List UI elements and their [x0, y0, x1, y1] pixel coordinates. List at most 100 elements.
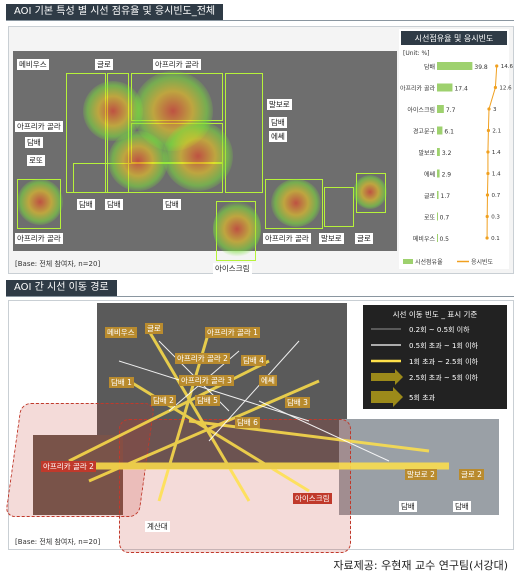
chart-bar	[437, 105, 444, 113]
section2-title: AOI 간 시선 이동 경로	[6, 280, 117, 296]
chart-line-value: 1.4	[492, 150, 501, 156]
chart-bar-value: 3.2	[442, 150, 452, 157]
legend-arrow-4	[371, 369, 403, 385]
flow-label-dambae5: 담배 5	[195, 395, 220, 406]
section1-base-note: [Base: 전체 참여자, n=20]	[15, 260, 101, 268]
chart-bar	[437, 148, 440, 156]
legend-row-5: 5회 초과	[409, 394, 435, 402]
chart-bar	[437, 62, 473, 70]
flow-label-dambae-r2: 담배	[453, 501, 471, 512]
chart-line-point	[485, 236, 489, 240]
legend-row-3: 1회 초과 ~ 2.5회 이하	[409, 358, 478, 366]
chart-category-label: 아프리카 골라	[400, 85, 436, 93]
chart-unit: [Unit: %]	[403, 50, 430, 57]
flow-label-dambae-r1: 담배	[399, 501, 417, 512]
flow-label-gul2: 글로 2	[459, 469, 484, 480]
legend-swatch-bar	[403, 259, 413, 264]
flow-label-mebius: 메비우스	[105, 327, 137, 338]
heat-8	[353, 175, 387, 209]
legend-label-line: 응시빈도	[471, 258, 494, 266]
chart-title-bg	[401, 31, 507, 45]
chart-category-label: 말보로	[418, 149, 435, 157]
chart-line-value: 1.4	[492, 172, 501, 178]
legend-arrow-5	[371, 387, 403, 407]
chart-bar	[437, 191, 439, 199]
label-africa-top: 아프리카 골라	[153, 59, 201, 70]
flow-label-dambae2: 담배 2	[151, 395, 176, 406]
section2-panel: 메비우스 글로 아프리카 골라 1 아프리카 골라 2 담배 4 담배 1 아프…	[4, 300, 514, 553]
heat-3	[163, 121, 233, 191]
chart-line-point	[486, 128, 490, 133]
section1-title: AOI 기본 특성 별 시선 점유율 및 응시빈도_전체	[6, 4, 224, 20]
flow-label-gul: 글로	[145, 323, 163, 334]
chart-category-label: 경고문구	[413, 129, 436, 136]
chart-line-value: 3	[493, 107, 497, 113]
flow-label-dambae3: 담배 3	[285, 397, 310, 408]
label-gul: 글로	[95, 59, 113, 70]
label-lotto: 로또	[27, 155, 45, 166]
section1-panel: 메비우스 글로 아프리카 골라 말보로 담배 에쎄 아프리카 골라 담배 로또 …	[8, 26, 514, 274]
flow-arrow-12	[258, 400, 390, 462]
label-esse: 에쎄	[269, 131, 287, 142]
chart-bar	[437, 83, 453, 92]
flow-label-marlboro2: 말보로 2	[405, 469, 437, 480]
chart-line-point	[487, 107, 491, 111]
heat-4	[108, 131, 168, 191]
label-dambae-b3: 담배	[163, 199, 181, 210]
flow-label-dambae6: 담배 6	[235, 417, 260, 428]
chart-bar	[437, 212, 438, 221]
chart-category-label: 담배	[424, 63, 435, 71]
flow-label-dambae4: 담배 4	[241, 355, 266, 366]
label-marlboro-bottom: 말보로	[319, 233, 344, 244]
chart-line-point	[493, 85, 497, 90]
flow-legend: 시선 이동 빈도 _ 표시 기준 0.2회 ~ 0.5회 이하 0.5회 초과 …	[363, 305, 507, 409]
flow-legend-swatches	[371, 328, 403, 407]
heatmap-shot: 메비우스 글로 아프리카 골라 말보로 담배 에쎄 아프리카 골라 담배 로또 …	[13, 51, 397, 274]
flow-label-africa2: 아프리카 골라 2	[175, 353, 230, 364]
chart-bar-value: 2.9	[442, 172, 452, 179]
chart-category-label: 아이스크림	[407, 106, 435, 114]
flow-label-africa1: 아프리카 골라 1	[205, 327, 260, 338]
credit-line: 자료제공: 우현재 교수 연구팀(서강대)	[333, 559, 508, 572]
flow-label-africa-big: 아프리카 골라 2	[41, 461, 96, 472]
aoi-marlboro	[225, 73, 263, 193]
chart-line-value: 2.1	[492, 129, 501, 135]
flow-arrow-1	[147, 330, 251, 502]
heat-7	[271, 179, 321, 227]
chart-category-label: 에쎄	[424, 171, 435, 179]
chart-line-value: 12.6	[499, 86, 512, 92]
flow-label-cashier: 계산대	[145, 521, 170, 532]
label-dambae-b1: 담배	[77, 199, 95, 210]
chart-category-label: 글로	[424, 193, 436, 200]
chart-bar-value: 7.7	[446, 107, 456, 114]
chart-line-value: 0.3	[491, 215, 500, 221]
chart-line-point	[485, 193, 490, 197]
legend-row-4: 2.5회 초과 ~ 5회 이하	[409, 374, 478, 382]
chart-category-label: 메비우스	[413, 235, 436, 243]
chart-line-point	[495, 64, 499, 68]
flow-arrow-7	[188, 419, 430, 453]
chart-bar-value: 39.8	[474, 64, 488, 71]
chart-bar-value: 0.7	[440, 215, 450, 222]
section2-base-note: [Base: 전체 참여자, n=20]	[15, 538, 101, 546]
aoi-marlboro-bottom	[324, 187, 354, 227]
chart-line-value: 0.1	[491, 236, 500, 242]
chart-bar-value: 1.7	[441, 193, 451, 200]
section2-rule	[6, 296, 514, 297]
label-africa-far-left: 아프리카 골라	[15, 233, 63, 244]
label-marlboro: 말보로	[267, 99, 292, 110]
chart-bar	[437, 126, 443, 135]
label-africa-left: 아프리카 골라	[15, 121, 63, 132]
label-dambae-right: 담배	[269, 117, 287, 128]
flow-arrow-10	[208, 340, 300, 442]
chart-title: 시선점유율 및 응시빈도	[415, 33, 494, 43]
flow-arrow-11	[118, 360, 310, 422]
heat-6	[213, 201, 261, 257]
flow-arrows	[68, 330, 449, 502]
legend-label-bar: 시선점유율	[415, 258, 443, 266]
chart-bar-value: 6.1	[444, 129, 454, 136]
section1-rule	[6, 20, 514, 21]
chart-line-point	[486, 150, 490, 154]
